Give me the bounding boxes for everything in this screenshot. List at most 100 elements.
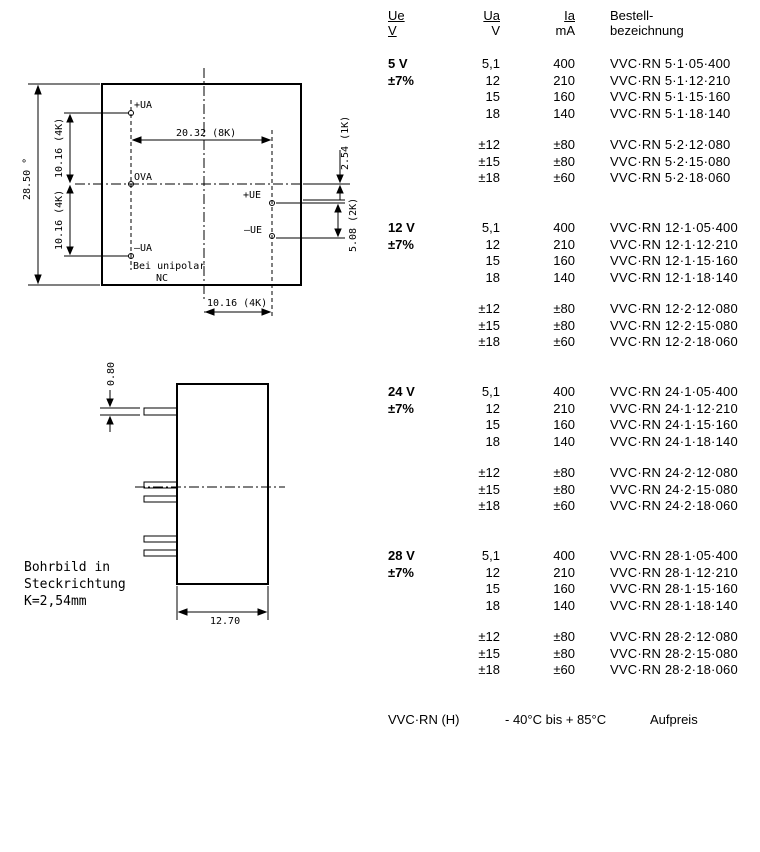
ia-cell: 160 bbox=[553, 417, 575, 432]
ua-cell: ±18 bbox=[478, 662, 500, 677]
ua-cell: 5,1 bbox=[481, 384, 500, 399]
order-code-cell: VVC·RN 12·1·05·400 bbox=[610, 220, 738, 235]
header-ua-label: Ua bbox=[483, 8, 500, 23]
order-code-cell: VVC·RN 24·1·15·160 bbox=[610, 417, 738, 432]
table-row: ±18 ±60 VVC·RN 5·2·18·060 bbox=[0, 170, 760, 186]
order-code-cell: VVC·RN 5·1·15·160 bbox=[610, 89, 731, 104]
mechanical-drawing: 28.50 ° 10.16 (4K) 10.16 (4K) 20.32 (8K)… bbox=[22, 68, 359, 627]
ia-cell: 160 bbox=[553, 89, 575, 104]
ia-cell: 400 bbox=[553, 56, 575, 71]
input-voltage: 5 V bbox=[388, 56, 408, 71]
input-voltage: 12 V bbox=[388, 220, 415, 235]
bohrbild-line2: Steckrichtung bbox=[24, 577, 126, 592]
order-code-cell: VVC·RN 12·1·15·160 bbox=[610, 253, 738, 268]
ia-cell: ±60 bbox=[553, 334, 575, 349]
header-ue-label: Ue bbox=[388, 8, 405, 23]
ia-cell: 160 bbox=[553, 253, 575, 268]
ia-cell: 210 bbox=[553, 72, 575, 88]
order-code-cell: VVC·RN 28·2·12·080 bbox=[610, 629, 738, 644]
ia-cell: ±60 bbox=[553, 170, 575, 185]
footer-model: VVC·RN (H) bbox=[388, 712, 460, 727]
ua-cell: 15 bbox=[485, 417, 500, 432]
header-ia-unit: mA bbox=[555, 23, 576, 38]
ua-cell: 12 bbox=[485, 564, 500, 580]
ua-cell: 18 bbox=[485, 433, 500, 449]
dim-5-08: 5.08 (2K) bbox=[348, 198, 359, 252]
ia-cell: ±80 bbox=[553, 137, 575, 152]
pin-plus-ue bbox=[269, 200, 275, 206]
ia-cell: ±80 bbox=[553, 465, 575, 480]
ia-cell: 140 bbox=[553, 597, 575, 613]
order-code-cell: VVC·RN 5·1·12·210 bbox=[610, 72, 731, 88]
header-ia-label: Ia bbox=[564, 8, 575, 23]
ia-cell: 210 bbox=[553, 236, 575, 252]
ia-cell: 140 bbox=[553, 269, 575, 285]
order-code-cell: VVC·RN 28·1·18·140 bbox=[610, 597, 738, 613]
ia-cell: 140 bbox=[553, 105, 575, 121]
order-code-cell: VVC·RN 5·2·15·080 bbox=[610, 153, 731, 169]
ia-cell: ±60 bbox=[553, 498, 575, 513]
dim-20-32: 20.32 (8K) bbox=[176, 128, 236, 139]
ia-cell: 210 bbox=[553, 400, 575, 416]
ua-cell: 18 bbox=[485, 597, 500, 613]
dim-10-16-upper: 10.16 (4K) bbox=[54, 118, 65, 178]
pin-label-plus-ua: +UA bbox=[134, 100, 152, 111]
ia-cell: ±80 bbox=[553, 153, 575, 169]
pin-label-minus-ua: –UA bbox=[134, 243, 152, 254]
table-row: ±18 ±60 VVC·RN 12·2·18·060 bbox=[0, 334, 760, 350]
ia-cell: 400 bbox=[553, 220, 575, 235]
ia-cell: ±80 bbox=[553, 301, 575, 316]
ia-cell: ±80 bbox=[553, 481, 575, 497]
dim-12-70: 12.70 bbox=[210, 616, 240, 627]
ua-cell: ±18 bbox=[478, 170, 500, 185]
header-order: Bestell- bezeichnung bbox=[610, 8, 760, 38]
input-voltage: 28 V bbox=[388, 548, 415, 563]
ua-cell: ±12 bbox=[478, 465, 500, 480]
bohrbild-line3: K=2,54mm bbox=[24, 594, 87, 609]
header-ue-unit: V bbox=[388, 23, 397, 38]
footer-range: - 40°C bis + 85°C bbox=[505, 712, 607, 727]
ua-cell: 12 bbox=[485, 236, 500, 252]
header-ia: Ia mA bbox=[515, 8, 576, 38]
footer-note: Aufpreis bbox=[650, 712, 698, 727]
ua-cell: ±18 bbox=[478, 498, 500, 513]
bohrbild-line1: Bohrbild in bbox=[24, 560, 110, 575]
table-row: ±18 ±60 VVC·RN 24·2·18·060 bbox=[0, 498, 760, 514]
pin-minus-ue bbox=[269, 233, 275, 239]
ua-cell: 12 bbox=[485, 400, 500, 416]
dim-10-16-lower: 10.16 (4K) bbox=[54, 190, 65, 250]
order-code-cell: VVC·RN 5·2·12·080 bbox=[610, 137, 731, 152]
ua-cell: ±18 bbox=[478, 334, 500, 349]
dim-10-16-bottom: 10.16 (4K) bbox=[207, 298, 267, 309]
order-code-cell: VVC·RN 24·2·18·060 bbox=[610, 498, 738, 513]
ua-cell: ±15 bbox=[478, 153, 500, 169]
order-code-cell: VVC·RN 12·2·18·060 bbox=[610, 334, 738, 349]
input-tolerance: ±7% bbox=[388, 236, 414, 252]
pin-label-plus-ue: +UE bbox=[243, 190, 261, 201]
order-code-cell: VVC·RN 12·1·12·210 bbox=[610, 236, 738, 252]
dim-0-80: 0.80 bbox=[106, 362, 117, 386]
order-code-cell: VVC·RN 5·1·05·400 bbox=[610, 56, 731, 71]
header-order-line2: bezeichnung bbox=[610, 23, 684, 38]
input-tolerance: ±7% bbox=[388, 72, 414, 88]
ua-cell: 18 bbox=[485, 269, 500, 285]
ia-cell: 140 bbox=[553, 433, 575, 449]
ia-cell: ±80 bbox=[553, 629, 575, 644]
ua-cell: ±12 bbox=[478, 301, 500, 316]
table-row: 15 160 VVC·RN 24·1·15·160 bbox=[0, 417, 760, 433]
ia-cell: 160 bbox=[553, 581, 575, 596]
order-code-cell: VVC·RN 5·2·18·060 bbox=[610, 170, 731, 185]
order-code-cell: VVC·RN 28·1·05·400 bbox=[610, 548, 738, 563]
